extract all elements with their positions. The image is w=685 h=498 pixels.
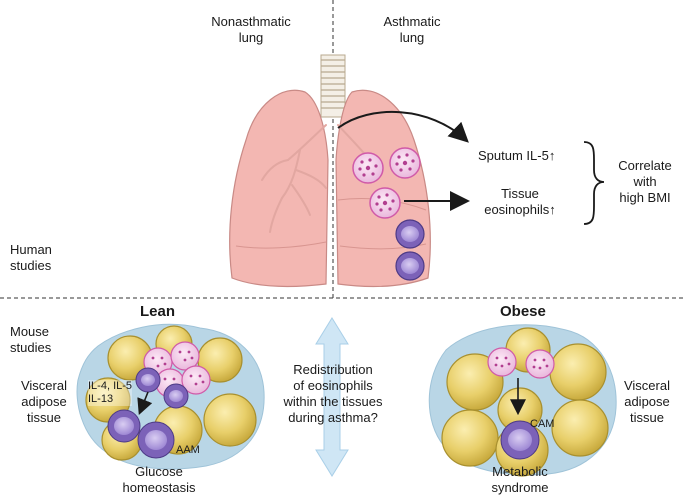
asthmatic-line1: Asthmatic	[383, 14, 441, 29]
sputum-up-arrow: ↑	[548, 148, 556, 163]
human-studies-label: Human studies	[10, 242, 52, 274]
question-line3: within the tissues	[283, 394, 383, 409]
metabolic-label: Metabolic syndrome	[470, 464, 570, 496]
nonasthmatic-line2: lung	[238, 30, 264, 45]
cam-label: CAM	[530, 418, 555, 430]
nonasthmatic-header: Nonasthmatic lung	[196, 14, 306, 46]
visceral-left-line2: adipose	[21, 394, 67, 409]
visceral-left-line1: Visceral	[20, 378, 67, 393]
metabolic-line2: syndrome	[491, 480, 549, 495]
glucose-line1: Glucose	[135, 464, 183, 479]
glucose-line2: homeostasis	[122, 480, 196, 495]
sputum-text: Sputum IL-5	[478, 148, 549, 163]
lung-eosinophil-1	[352, 152, 384, 184]
tissue-line2: eosinophils	[484, 202, 550, 217]
visceral-left-line3: tissue	[27, 410, 61, 425]
visceral-right-line2: adipose	[624, 394, 670, 409]
mouse-line2: studies	[10, 340, 52, 355]
question-line1: Redistribution	[293, 362, 373, 377]
trachea	[320, 54, 346, 118]
cytokines-label: IL-4, IL-5 IL-13	[88, 380, 133, 406]
lean-title: Lean	[140, 303, 176, 320]
visceral-right-line3: tissue	[630, 410, 664, 425]
sputum-label: Sputum IL-5↑	[478, 148, 555, 164]
aam-label: AAM	[176, 444, 200, 456]
lung-eosinophil-2	[389, 147, 421, 179]
lung-macrophage-2	[395, 251, 425, 281]
cytokines-line2: IL-13	[88, 393, 114, 405]
mouse-studies-label: Mouse studies	[10, 324, 51, 356]
obese-adipose-tissue	[428, 324, 617, 477]
asthmatic-header: Asthmatic lung	[362, 14, 462, 46]
redistribution-double-arrow	[315, 317, 349, 477]
arrow-to-sputum	[337, 110, 469, 143]
correlate-line2: with	[633, 174, 657, 189]
human-line1: Human	[10, 242, 52, 257]
tissue-eosinophils-label: Tissue eosinophils↑	[470, 186, 570, 218]
lean-adipose-tissue	[76, 323, 265, 470]
correlate-line1: Correlate	[618, 158, 672, 173]
metabolic-line1: Metabolic	[492, 464, 548, 479]
tissue-line1: Tissue	[501, 186, 539, 201]
visceral-right-line1: Visceral	[623, 378, 670, 393]
cytokines-line1: IL-4, IL-5	[88, 380, 133, 392]
mouse-line1: Mouse	[10, 324, 50, 339]
correlate-line3: high BMI	[619, 190, 671, 205]
visceral-right-label: Visceral adipose tissue	[614, 378, 680, 426]
lung-eosinophil-3	[369, 187, 401, 219]
human-line2: studies	[10, 258, 52, 273]
question-line4: during asthma?	[288, 410, 378, 425]
correlation-brace	[583, 141, 605, 225]
tissue-up-arrow: ↑	[549, 202, 556, 217]
nonasthmatic-line1: Nonasthmatic	[211, 14, 291, 29]
correlate-label: Correlate with high BMI	[606, 158, 684, 206]
question-line2: of eosinophils	[293, 378, 373, 393]
redistribution-question: Redistribution of eosinophils within the…	[250, 362, 416, 426]
lung-macrophage-1	[395, 219, 425, 249]
glucose-label: Glucose homeostasis	[104, 464, 214, 496]
obese-title: Obese	[500, 303, 546, 320]
left-lung	[229, 89, 329, 288]
visceral-left-label: Visceral adipose tissue	[12, 378, 76, 426]
asthmatic-line2: lung	[399, 30, 425, 45]
